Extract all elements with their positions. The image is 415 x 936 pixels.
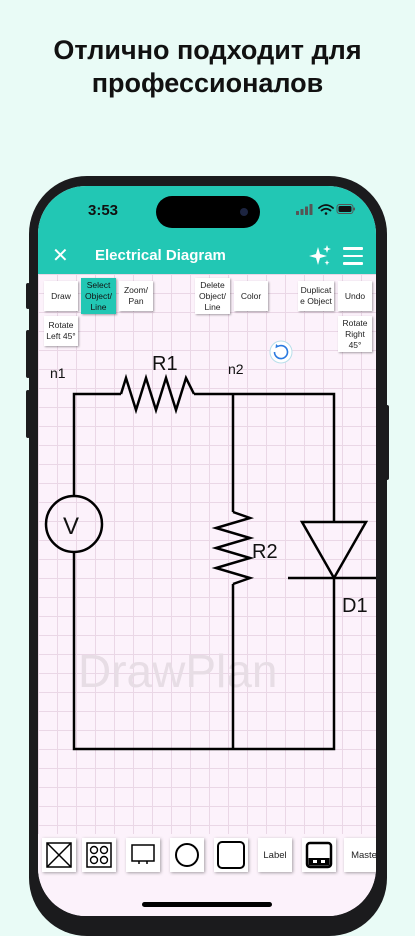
battery-icon [336,204,355,214]
palette-label[interactable]: Label [258,838,292,872]
four-circles-icon [86,842,112,868]
page-title: Electrical Diagram [95,247,226,264]
wire-top [194,392,336,522]
select-label-2: Object/ [85,290,112,301]
crossed-box-icon [46,842,72,868]
delete-label-3: Line [204,301,221,312]
status-icons [296,204,355,215]
phone-volume-down [26,390,30,438]
palette-monitor[interactable] [126,838,160,872]
camera-icon [240,208,248,216]
palette-master[interactable]: Maste [344,838,376,872]
delete-label-2: Object/ [199,290,226,301]
resistor-r2 [211,510,255,586]
promo-line-1: Отлично подходит для [53,35,362,65]
delete-label-1: Delete [200,279,225,290]
palette-rounded-square[interactable] [214,838,248,872]
sparkle-icon[interactable] [308,244,332,268]
undo-label: Undo [344,290,366,301]
duplicate-label-2: e Object [300,296,332,306]
rotate-right-label-3: 45° [348,339,362,350]
color-label: Color [240,290,262,301]
palette-crossed-box[interactable] [42,838,76,872]
color-button[interactable]: Color [234,281,268,311]
diode-d1 [299,520,369,581]
palette-four-circles[interactable] [82,838,116,872]
promo-line-2: профессионалов [91,68,324,98]
resistor-r1 [119,373,196,415]
wifi-icon [318,204,334,215]
label-n2: n2 [228,361,244,377]
rounded-square-icon [217,841,245,869]
close-icon[interactable]: ✕ [52,245,69,267]
rotate-left-label-1: Rotate [48,320,74,330]
label-v: V [63,513,79,540]
palette-label-text: Label [263,849,287,861]
duplicate-label-1: Duplicat [300,285,332,295]
rotate-right-label-1: Rotate [342,317,368,328]
palette-tray[interactable] [302,838,336,872]
wire-left-top [72,392,121,496]
rotate-left-label-2: Left 45° [46,331,76,341]
drawing-canvas[interactable]: Draw Select Object/ Line Zoom/ Pan Delet… [38,274,376,834]
zoom-label-1: Zoom/ [123,285,149,295]
app-bar: ✕ Electrical Diagram [38,238,376,274]
phone-silent-switch [26,283,30,309]
palette-circle[interactable] [170,838,204,872]
rotate-left-button[interactable]: Rotate Left 45° [44,316,78,346]
zoom-pan-button[interactable]: Zoom/ Pan [119,281,153,311]
draw-button[interactable]: Draw [44,281,78,311]
status-time: 3:53 [88,202,119,219]
label-r2: R2 [252,541,278,563]
shape-palette: Label Maste [38,834,376,916]
wire-left-bottom [72,552,336,751]
rotate-right-label-2: Right [345,328,365,339]
label-r1: R1 [152,353,178,375]
signal-icon [296,204,313,215]
home-indicator[interactable] [142,902,272,907]
label-d1: D1 [342,595,368,617]
watermark: DrawPlan [78,645,278,697]
phone-screen: 3:53 ✕ Electrical Diagram [38,186,376,916]
rotate-right-button[interactable]: Rotate Right 45° [338,316,372,352]
monitor-icon [131,844,155,864]
menu-icon[interactable] [343,247,363,270]
tray-icon [305,841,333,869]
status-bar: 3:53 [38,186,376,238]
circle-icon [175,843,199,867]
undo-button[interactable]: Undo [338,281,372,311]
circuit-diagram: n1 R1 n2 R2 V D1 [44,340,376,751]
palette-master-text: Maste [351,849,376,861]
promo-heading: Отлично подходит для профессионалов [0,34,415,100]
refresh-icon[interactable] [269,340,293,364]
draw-label: Draw [51,290,71,301]
phone-power-button [385,405,389,480]
label-n1: n1 [50,365,66,381]
select-label-3: Line [90,301,107,312]
select-label-1: Select [86,279,111,290]
phone-volume-up [26,330,30,378]
duplicate-object-button[interactable]: Duplicat e Object [298,281,334,311]
zoom-label-2: Pan [128,296,144,306]
select-object-line-button[interactable]: Select Object/ Line [81,278,116,314]
delete-object-line-button[interactable]: Delete Object/ Line [195,278,230,314]
